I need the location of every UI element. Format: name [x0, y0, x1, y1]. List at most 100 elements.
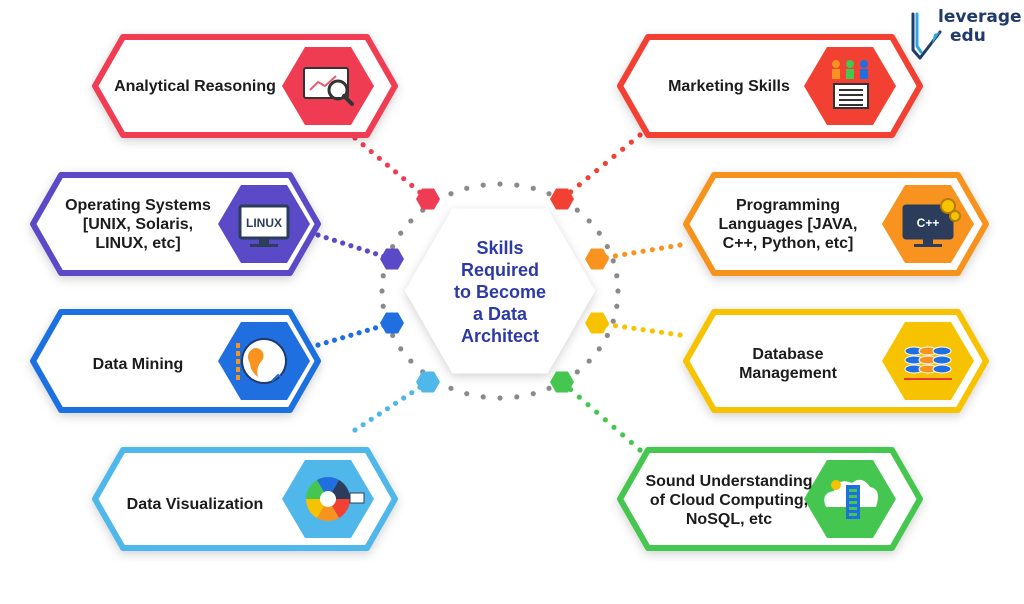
- ring-dot: [546, 191, 552, 197]
- connector-dot: [628, 439, 634, 446]
- connector-dot: [348, 332, 354, 338]
- ring-node: [380, 248, 404, 270]
- logo-text: leverage edu: [938, 8, 1022, 46]
- connector-dot: [368, 416, 374, 422]
- connector-dot: [315, 232, 321, 238]
- ring-node: [380, 312, 404, 334]
- ring-dot: [480, 182, 486, 188]
- connector-dot: [640, 327, 646, 333]
- people-target-icon: [832, 60, 869, 109]
- ring-dot: [530, 391, 536, 397]
- connector-dot: [364, 327, 370, 333]
- ring-dot: [497, 181, 503, 187]
- skill-card: [92, 447, 398, 551]
- ring-dot: [604, 332, 610, 339]
- skill-label: Data Visualization: [100, 478, 290, 530]
- skill-label-line: Data Mining: [92, 355, 184, 373]
- ring-dot: [610, 318, 616, 324]
- cloud-server-icon: [824, 479, 878, 519]
- connector-dot: [376, 155, 382, 161]
- connector-dot: [649, 247, 655, 253]
- ring-dot: [480, 394, 486, 400]
- ring-dot: [398, 230, 404, 236]
- connector-dot: [372, 325, 379, 331]
- ring-nodes: [380, 188, 609, 393]
- connector-dot: [612, 323, 619, 329]
- connector-dot: [340, 335, 346, 341]
- ring-dot: [380, 273, 386, 279]
- ring-dot: [514, 394, 520, 400]
- center-hexagon: [405, 208, 595, 374]
- connector-dot: [585, 175, 591, 181]
- connector-dot: [323, 339, 329, 346]
- connector-dot: [658, 329, 665, 335]
- connector-dot: [631, 250, 637, 256]
- ring-dot: [464, 391, 470, 397]
- ring-dot: [390, 332, 396, 339]
- ring-node: [550, 188, 574, 210]
- ring-dot: [574, 369, 580, 375]
- connector-dot: [401, 176, 407, 182]
- connector-dot: [392, 400, 399, 406]
- center-title-line: to Become: [453, 281, 547, 302]
- connector-dot: [409, 182, 415, 189]
- connector-dot: [620, 432, 626, 438]
- ring-dot: [398, 346, 404, 352]
- center-title-line: Architect: [460, 325, 540, 346]
- connector-dot: [594, 167, 600, 174]
- cpp-monitor-icon: C++: [902, 198, 961, 247]
- icon-text: C++: [917, 216, 940, 230]
- connector-dot: [602, 160, 608, 167]
- ring-dot: [530, 185, 536, 191]
- connector-dot: [576, 182, 582, 188]
- center-title-line: Skills: [476, 237, 524, 258]
- skill-label-line: Database: [752, 346, 824, 363]
- logo-text-line1: leverage: [938, 7, 1022, 27]
- ring-node: [585, 312, 609, 334]
- leverage-edu-logo: leverage edu: [910, 6, 1022, 66]
- ring-dot: [497, 395, 503, 401]
- connector-dot: [602, 417, 608, 423]
- skill-label-line: C++, Python, etc]: [722, 234, 854, 252]
- skill-cards: LINUX C++: [30, 34, 989, 551]
- skill-label-line: NoSQL, etc: [685, 510, 773, 528]
- skill-label-line: Management: [739, 365, 837, 382]
- ring-dot: [574, 207, 580, 213]
- connector-dot: [631, 325, 637, 331]
- connector-dot: [352, 427, 358, 433]
- connector-dot: [585, 402, 591, 408]
- skill-card: [617, 447, 923, 551]
- skill-label-line: Marketing Skills: [668, 77, 790, 95]
- connector-dot: [360, 142, 366, 148]
- skill-label: Data Mining: [38, 338, 238, 390]
- skill-card: [30, 309, 321, 413]
- skill-label: Marketing Skills: [634, 60, 824, 112]
- connector-dot: [392, 169, 399, 175]
- linux-monitor-icon: LINUX: [238, 204, 290, 247]
- connector-dot: [668, 243, 674, 250]
- logo-text-line2: edu: [950, 26, 986, 46]
- connector-dot: [356, 330, 362, 336]
- skill-card: [92, 34, 398, 138]
- ring-dot: [448, 385, 454, 391]
- ring-dot: [390, 243, 396, 250]
- connector-dot: [340, 240, 346, 246]
- ring-dot: [604, 243, 610, 250]
- ring-dot: [379, 288, 385, 294]
- connector-dot: [368, 148, 374, 155]
- connector-dot: [628, 139, 634, 145]
- connector-dot: [612, 253, 619, 259]
- center-dotted-ring: [379, 181, 621, 401]
- rocket-check-icon: [911, 12, 942, 60]
- connector-dot: [649, 328, 655, 334]
- skill-label: Analytical Reasoning: [100, 60, 290, 112]
- connector-dot: [376, 411, 382, 417]
- connector-dot: [372, 251, 379, 257]
- center-title-line: Required: [460, 259, 539, 280]
- skill-card: C++: [683, 172, 989, 276]
- ring-dot: [380, 303, 386, 309]
- connector-dot: [384, 406, 391, 412]
